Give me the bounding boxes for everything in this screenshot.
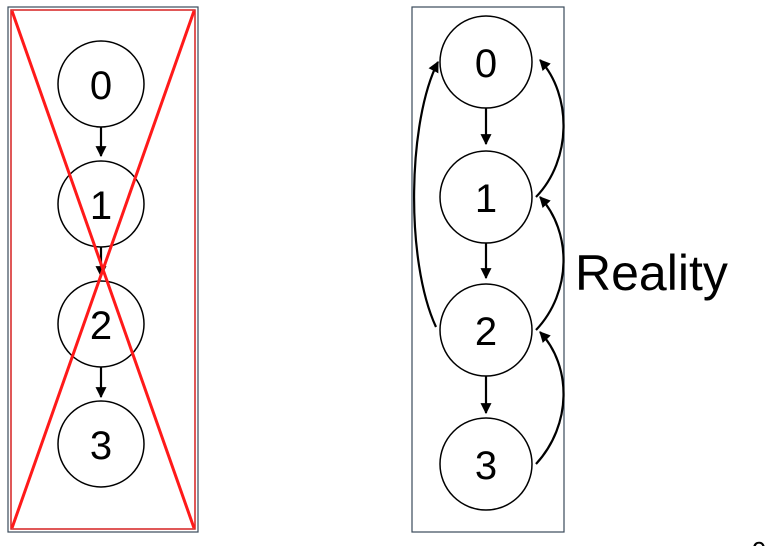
right-edge-2-1 <box>535 196 565 331</box>
right-node-3-label: 3 <box>475 444 497 488</box>
left-node-0-label: 0 <box>90 64 112 108</box>
cross-frame <box>10 9 196 530</box>
right-node-0: 0 <box>439 15 533 109</box>
left-node-1-label: 1 <box>90 184 112 228</box>
cross-line-b <box>10 10 196 529</box>
left-node-2: 2 <box>57 280 145 368</box>
right-node-1: 1 <box>439 150 533 244</box>
right-node-2-label: 2 <box>475 310 497 354</box>
left-panel: 0 1 2 3 <box>7 6 199 533</box>
reality-caption: Reality <box>575 245 728 301</box>
right-edge-2-0 <box>412 61 439 328</box>
right-edge-3-2 <box>535 331 565 465</box>
right-panel: 0 1 2 3 <box>411 6 565 533</box>
left-node-0: 0 <box>57 40 145 128</box>
right-edge-1-0 <box>535 59 565 198</box>
right-node-1-label: 1 <box>475 177 497 221</box>
left-node-3-label: 3 <box>90 424 112 468</box>
left-node-3: 3 <box>57 400 145 488</box>
right-node-0-label: 0 <box>475 42 497 86</box>
right-node-3: 3 <box>439 417 533 511</box>
page-number: 9 <box>752 536 766 546</box>
left-node-2-label: 2 <box>90 304 112 348</box>
right-node-2: 2 <box>439 283 533 377</box>
left-node-1: 1 <box>57 160 145 248</box>
